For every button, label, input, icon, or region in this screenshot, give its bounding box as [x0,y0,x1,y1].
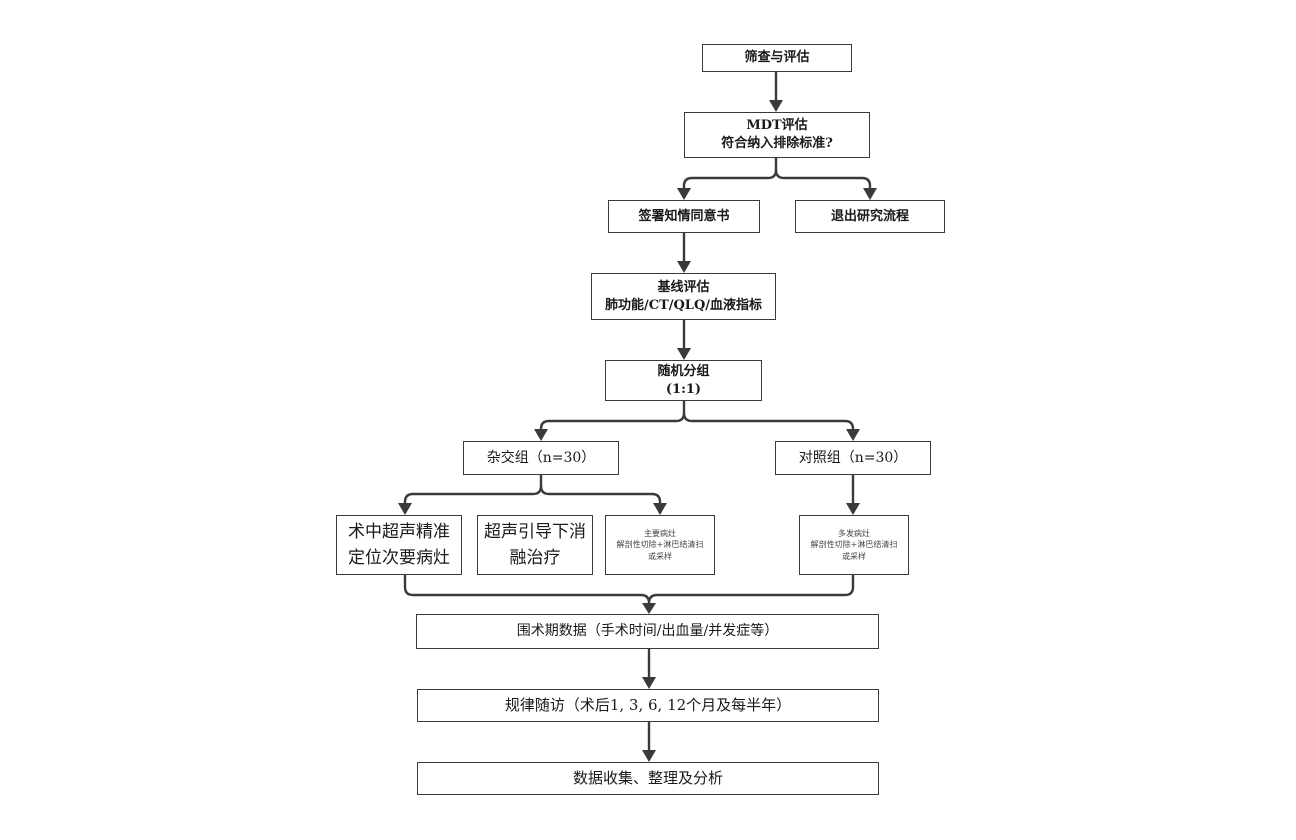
arrowhead [642,750,656,762]
node-multiple-lesion-resection: 多发病灶 解剖性切除+淋巴结清扫 或采样 [799,515,909,575]
edge-hybrid-primary [539,485,662,506]
arrowhead [653,503,667,515]
edge-mdt-consent [682,158,778,192]
arrowhead [677,348,691,360]
node-randomization: 随机分组 (1:1) [605,360,762,401]
node-data-analysis: 数据收集、整理及分析 [417,762,879,795]
node-informed-consent: 签署知情同意书 [608,200,760,233]
arrowhead [769,100,783,112]
arrowhead [642,677,656,689]
edge-merge-periop [403,575,855,606]
arrowhead [846,503,860,515]
node-primary-lesion-resection: 主要病灶 解剖性切除+淋巴结清扫 或采样 [605,515,715,575]
edge-hybrid-intraop [403,475,543,506]
arrowhead [677,188,691,200]
edge-randomize-control [682,412,855,432]
node-control-group: 对照组（n=30） [775,441,931,475]
arrowhead [642,603,656,614]
node-exit-study: 退出研究流程 [795,200,945,233]
node-intraop-ultrasound: 术中超声精准 定位次要病灶 [336,515,462,575]
edge-mdt-exit [774,169,872,192]
arrowhead [846,429,860,441]
node-screening: 筛查与评估 [702,44,852,72]
edge-randomize-hybrid [539,401,686,432]
node-perioperative-data: 围术期数据（手术时间/出血量/并发症等） [416,614,879,649]
node-ultrasound-ablation: 超声引导下消 融治疗 [477,515,593,575]
node-followup: 规律随访（术后1, 3, 6, 12个月及每半年） [417,689,879,722]
node-hybrid-group: 杂交组（n=30） [463,441,619,475]
node-mdt-evaluation: MDT评估 符合纳入排除标准? [684,112,870,158]
arrowhead [677,261,691,273]
arrowhead [534,429,548,441]
arrowhead [863,188,877,200]
arrowhead [398,503,412,515]
node-baseline-evaluation: 基线评估 肺功能/CT/QLQ/血液指标 [591,273,776,320]
